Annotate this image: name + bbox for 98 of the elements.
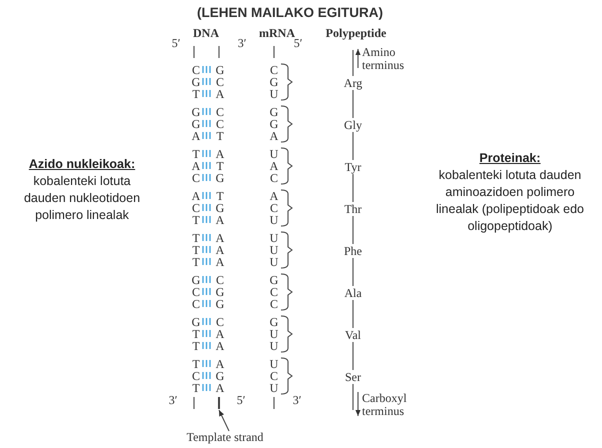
base-letter: A bbox=[270, 190, 278, 202]
base-letter: C bbox=[192, 202, 200, 214]
base-letter: C bbox=[192, 286, 200, 298]
amino-acid-label: Ser bbox=[345, 370, 361, 384]
base-letter: T bbox=[192, 214, 200, 226]
leader-line bbox=[218, 410, 230, 432]
base-letter: C bbox=[270, 172, 278, 184]
base-letter: T bbox=[216, 190, 224, 202]
base-letter: U bbox=[270, 244, 278, 256]
description-text: kobalenteki lotuta dauden nukleotidoen polimero linealak bbox=[22, 172, 142, 224]
base-letter: G bbox=[270, 76, 278, 88]
base-letter: C bbox=[216, 76, 224, 88]
base-letter: A bbox=[216, 382, 224, 394]
strand-end-label: 3′ bbox=[292, 394, 302, 406]
base-letter: T bbox=[192, 382, 200, 394]
heading: Proteinak: bbox=[478, 150, 542, 167]
base-letter: G bbox=[192, 316, 200, 328]
base-letter: A bbox=[216, 88, 224, 100]
amino-acid-label: Val bbox=[345, 328, 361, 342]
base-letter: A bbox=[216, 232, 224, 244]
base-letter: C bbox=[216, 118, 224, 130]
amino-acid-label: Arg bbox=[344, 76, 362, 90]
base-letter: A bbox=[216, 148, 224, 160]
base-letter: T bbox=[192, 232, 200, 244]
base-letter: C bbox=[216, 274, 224, 286]
base-letter: C bbox=[270, 370, 278, 382]
base-letter: T bbox=[192, 358, 200, 370]
strand-end-label: 5′ bbox=[172, 37, 180, 49]
base-letter: C bbox=[192, 370, 200, 382]
column-header: mRNA bbox=[259, 27, 295, 39]
heading: Azido nukleikoak: bbox=[28, 156, 136, 173]
base-letter: G bbox=[192, 118, 200, 130]
base-letter: U bbox=[270, 88, 278, 100]
base-letter: U bbox=[270, 148, 278, 160]
base-letter: C bbox=[270, 298, 278, 310]
base-letter: U bbox=[270, 358, 278, 370]
base-letter: C bbox=[216, 316, 224, 328]
amino-acid-label: Thr bbox=[344, 202, 362, 216]
base-letter: C bbox=[192, 298, 200, 310]
base-letter: A bbox=[192, 190, 200, 202]
base-letter: U bbox=[270, 256, 278, 268]
base-letter: C bbox=[216, 106, 224, 118]
base-letter: A bbox=[270, 130, 278, 142]
amino-acid-label: Phe bbox=[344, 244, 362, 258]
base-letter: G bbox=[216, 172, 224, 184]
base-letter: T bbox=[192, 148, 200, 160]
base-letter: G bbox=[192, 106, 200, 118]
base-letter: T bbox=[192, 88, 200, 100]
amino-acid-label: Gly bbox=[344, 118, 362, 132]
terminus-label: Amino terminus bbox=[362, 46, 405, 72]
base-letter: A bbox=[216, 244, 224, 256]
base-letter: G bbox=[192, 274, 200, 286]
base-letter: A bbox=[270, 160, 278, 172]
strand-end-label: 3′ bbox=[238, 37, 246, 49]
base-letter: G bbox=[216, 202, 224, 214]
strand-end-label: 3′ bbox=[168, 394, 178, 406]
description-text: kobalenteki lotuta dauden aminoazidoen polimero linealak (polipeptidoak edo oligopeptidoak) bbox=[434, 166, 586, 234]
column-header: Polypeptide bbox=[326, 27, 386, 39]
title: (LEHEN MAILAKO EGITURA) bbox=[197, 6, 383, 20]
base-letter: C bbox=[270, 202, 278, 214]
base-letter: G bbox=[216, 370, 224, 382]
base-letter: G bbox=[216, 64, 224, 76]
base-letter: U bbox=[270, 382, 278, 394]
base-letter: A bbox=[192, 130, 200, 142]
base-letter: U bbox=[270, 214, 278, 226]
base-letter: T bbox=[216, 160, 224, 172]
base-letter: G bbox=[216, 286, 224, 298]
base-letter: G bbox=[270, 106, 278, 118]
base-letter: T bbox=[192, 244, 200, 256]
strand-end-label: 5′ bbox=[294, 37, 302, 49]
base-letter: G bbox=[192, 76, 200, 88]
base-letter: A bbox=[216, 328, 224, 340]
base-letter: U bbox=[270, 232, 278, 244]
annotation-text: Template strand bbox=[186, 431, 264, 443]
base-letter: G bbox=[270, 316, 278, 328]
base-letter: G bbox=[270, 274, 278, 286]
column-header: DNA bbox=[193, 27, 219, 39]
base-letter: T bbox=[192, 340, 200, 352]
base-letter: T bbox=[192, 256, 200, 268]
base-letter: C bbox=[270, 64, 278, 76]
base-letter: C bbox=[192, 64, 200, 76]
base-letter: A bbox=[216, 340, 224, 352]
base-letter: C bbox=[270, 286, 278, 298]
base-letter: G bbox=[216, 298, 224, 310]
terminus-label: Carboxyl terminus bbox=[362, 392, 408, 418]
base-letter: U bbox=[270, 328, 278, 340]
amino-acid-label: Ala bbox=[344, 286, 362, 300]
base-letter: A bbox=[216, 358, 224, 370]
base-letter: G bbox=[270, 118, 278, 130]
base-letter: T bbox=[192, 328, 200, 340]
base-letter: A bbox=[192, 160, 200, 172]
base-letter: C bbox=[192, 172, 200, 184]
amino-acid-label: Tyr bbox=[344, 160, 362, 174]
base-letter: T bbox=[216, 130, 224, 142]
base-letter: U bbox=[270, 340, 278, 352]
strand-end-label: 5′ bbox=[236, 394, 246, 406]
base-letter: A bbox=[216, 256, 224, 268]
base-letter: A bbox=[216, 214, 224, 226]
